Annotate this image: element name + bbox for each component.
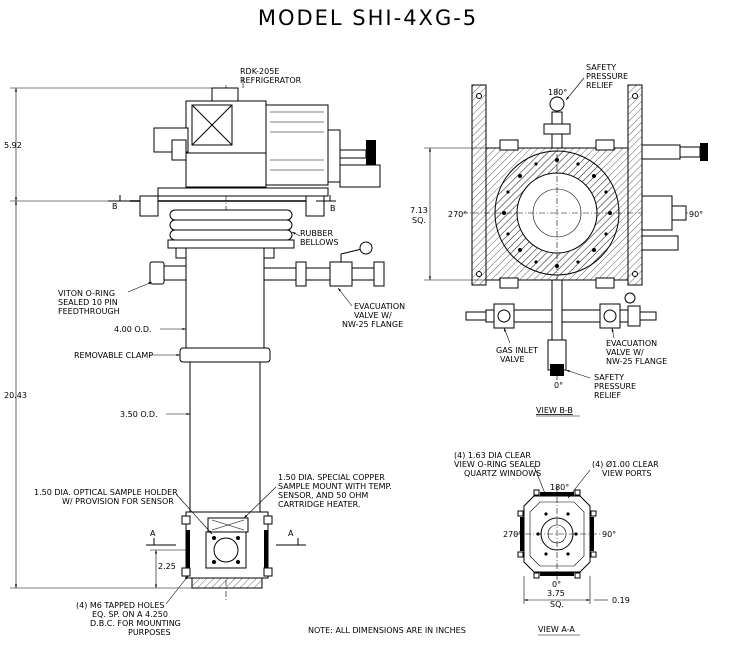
label-copper-2: SAMPLE MOUNT WITH TEMP. (278, 482, 392, 491)
label-ports-2: VIEW PORTS (602, 469, 651, 478)
dim-20-43: 20.43 (4, 391, 27, 400)
bb-angle-right: 90° (689, 210, 703, 219)
label-clamp: REMOVABLE CLAMP (74, 351, 153, 360)
label-evac-3: NW-25 FLANGE (342, 320, 403, 329)
label-gas-1: GAS INLET (496, 346, 538, 355)
evacuation-valve (263, 241, 385, 287)
bb-angle-bottom: 0° (554, 381, 563, 390)
label-evac2-1: EVACUATION (606, 339, 657, 348)
dim-2-25: 2.25 (158, 562, 176, 571)
feedthrough-body (163, 265, 187, 281)
label-holes-2: EQ. SP. ON A 4.250 (92, 610, 168, 619)
bb-angle-top: 180° (548, 88, 567, 97)
section-b-left: B (112, 202, 118, 211)
section-b-right: B (330, 204, 336, 213)
lower-tube (189, 361, 261, 513)
label-evac-2: VALVE W/ (354, 311, 392, 320)
note-dimensions: NOTE: ALL DIMENSIONS ARE IN INCHES (308, 626, 466, 635)
aa-angle-bottom: 0° (552, 580, 561, 589)
elevation-view: B B (4, 67, 466, 637)
view-a-a: 180° 270° 90° 0° 3.75 SQ. 0.19 (4) 1.63 … (454, 451, 659, 636)
section-a-left: A (150, 529, 156, 538)
window-left (520, 517, 524, 551)
aa-angle-left: 270° (503, 530, 522, 539)
label-ports-1: (4) Ø1.00 CLEAR (592, 459, 659, 469)
label-safety-top-2: PRESSURE (586, 72, 628, 81)
label-refrigerator-2: REFRIGERATOR (240, 76, 302, 85)
label-optical-2: W/ PROVISION FOR SENSOR (62, 497, 174, 506)
aa-angle-top: 180° (550, 483, 569, 492)
label-safety-bot-3: RELIEF (594, 391, 621, 400)
label-holes-4: PURPOSES (128, 628, 171, 637)
label-safety-top-3: RELIEF (586, 81, 613, 90)
bb-angle-left: 270° (448, 210, 467, 219)
view-b-b-title: VIEW B-B (536, 406, 573, 415)
label-evac2-3: NW-25 FLANGE (606, 357, 667, 366)
label-evac2-2: VALVE W/ (606, 348, 644, 357)
label-windows-1: (4) 1.63 DIA CLEAR (454, 451, 531, 460)
window-top (540, 492, 574, 496)
label-windows-3: QUARTZ WINDOWS (464, 469, 541, 478)
label-safety-bot-1: SAFETY (594, 373, 624, 382)
refrigerator-connector (339, 149, 367, 159)
bottom-mount-plate (191, 577, 263, 589)
window-bottom (540, 572, 574, 576)
label-od-350: 3.50 O.D. (120, 410, 158, 419)
label-evac-1: EVACUATION (354, 302, 405, 311)
view-a-a-title: VIEW A-A (538, 625, 575, 634)
dim-3-75: 3.75 (547, 589, 565, 598)
label-copper-3: SENSOR, AND 50 OHM (278, 491, 368, 500)
view-b-b: 180° 90° 270° 0° 7.13 SQ. SAFETY (410, 63, 708, 417)
dim-5-92: 5.92 (4, 141, 22, 150)
label-viton-2: SEALED 10 PIN (58, 298, 118, 307)
dim-0-19: 0.19 (612, 596, 630, 605)
upper-tube (185, 247, 265, 349)
feedthrough-connector (149, 261, 165, 285)
label-optical-1: 1.50 DIA. OPTICAL SAMPLE HOLDER (34, 488, 178, 497)
refrigerator-top-cap (211, 87, 239, 103)
window-right (590, 517, 594, 551)
refrigerator-base-plate (157, 187, 329, 197)
section-a-right: A (288, 529, 294, 538)
label-bellows-1: RUBBER (300, 229, 333, 238)
label-viton-3: FEEDTHROUGH (58, 307, 120, 316)
dim-3-75-sq: SQ. (550, 600, 564, 609)
dim-7-13-sq: SQ. (412, 216, 426, 225)
label-safety-top-1: SAFETY (586, 63, 616, 72)
label-copper-1: 1.50 DIA. SPECIAL COPPER (278, 473, 385, 482)
label-safety-bot-2: PRESSURE (594, 382, 636, 391)
rubber-bellows (167, 209, 295, 249)
aa-angle-right: 90° (602, 530, 616, 539)
label-viton-1: VITON O-RING (58, 289, 115, 298)
removable-clamp (179, 347, 271, 363)
label-holes-1: (4) M6 TAPPED HOLES (76, 601, 164, 610)
label-od-400: 4.00 O.D. (114, 325, 152, 334)
label-bellows-2: BELLOWS (300, 238, 338, 247)
label-windows-2: VIEW O-RING SEALED (454, 460, 541, 469)
label-gas-2: VALVE (500, 355, 525, 364)
label-holes-3: D.B.C. FOR MOUNTING (90, 619, 181, 628)
drawing-title: MODEL SHI-4XG-5 (258, 6, 478, 30)
label-refrigerator-1: RDK-205E (240, 67, 279, 76)
label-copper-4: CARTRIDGE HEATER. (278, 500, 360, 509)
dim-7-13: 7.13 (410, 206, 428, 215)
